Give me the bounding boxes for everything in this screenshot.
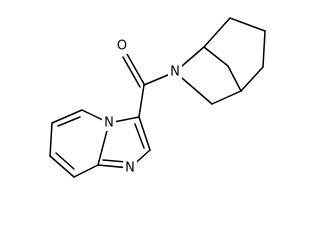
bond-imidazole-c3-c2 [138,116,151,151]
bond-bicycle-bridge-2 [227,65,242,92]
imidazole-nitrogen-atom-label: N [125,161,135,176]
bond-pyridine-c7-c8 [49,155,75,178]
bridgehead-nitrogen-label-background [102,115,116,131]
bond-imidazole-inner-n1-c8a [102,159,127,163]
bridgehead-nitrogen-atom-label: N [104,116,114,131]
bond-carbonyl-c-o-2 [122,56,141,88]
bond-pyridine-inner-c7-c8 [55,152,75,170]
amide-nitrogen-label-background [168,64,182,80]
bond-pyridine-inner-c5-c6 [57,116,81,127]
bond-bicycle-1 [203,17,231,48]
bond-layer [49,17,266,178]
amide-nitrogen-atom: N [168,64,182,80]
molecule-structure-diagram: O N N N [49,17,266,178]
bond-pyridine-c8-c8a [73,164,99,178]
imidazole-nitrogen-atom: N [123,160,137,176]
bond-bicycle-4 [240,66,264,92]
bond-bicycle-bridge-1 [203,46,229,67]
bond-carbonyl-c-imidazole-c3 [138,84,145,118]
imidazole-nitrogen-label-background [123,160,137,176]
oxygen-atom: O [115,38,129,54]
bond-pyridine-c5-c6 [51,109,83,124]
bond-imidazole-inner-c3-c2 [134,123,145,149]
bond-bicycle-5 [211,90,242,105]
bond-bicycle-2 [229,17,266,32]
atom-label-layer: O N N N [102,38,182,176]
oxygen-atom-label: O [117,39,127,54]
amide-nitrogen-atom-label: N [170,65,180,80]
oxygen-label-background [115,38,129,54]
bond-bicycle-3 [262,30,266,68]
bridgehead-nitrogen-atom: N [102,115,116,131]
bond-pyridine-c6-c7 [49,122,53,157]
bond-carbonyl-c-o-1 [126,53,145,85]
